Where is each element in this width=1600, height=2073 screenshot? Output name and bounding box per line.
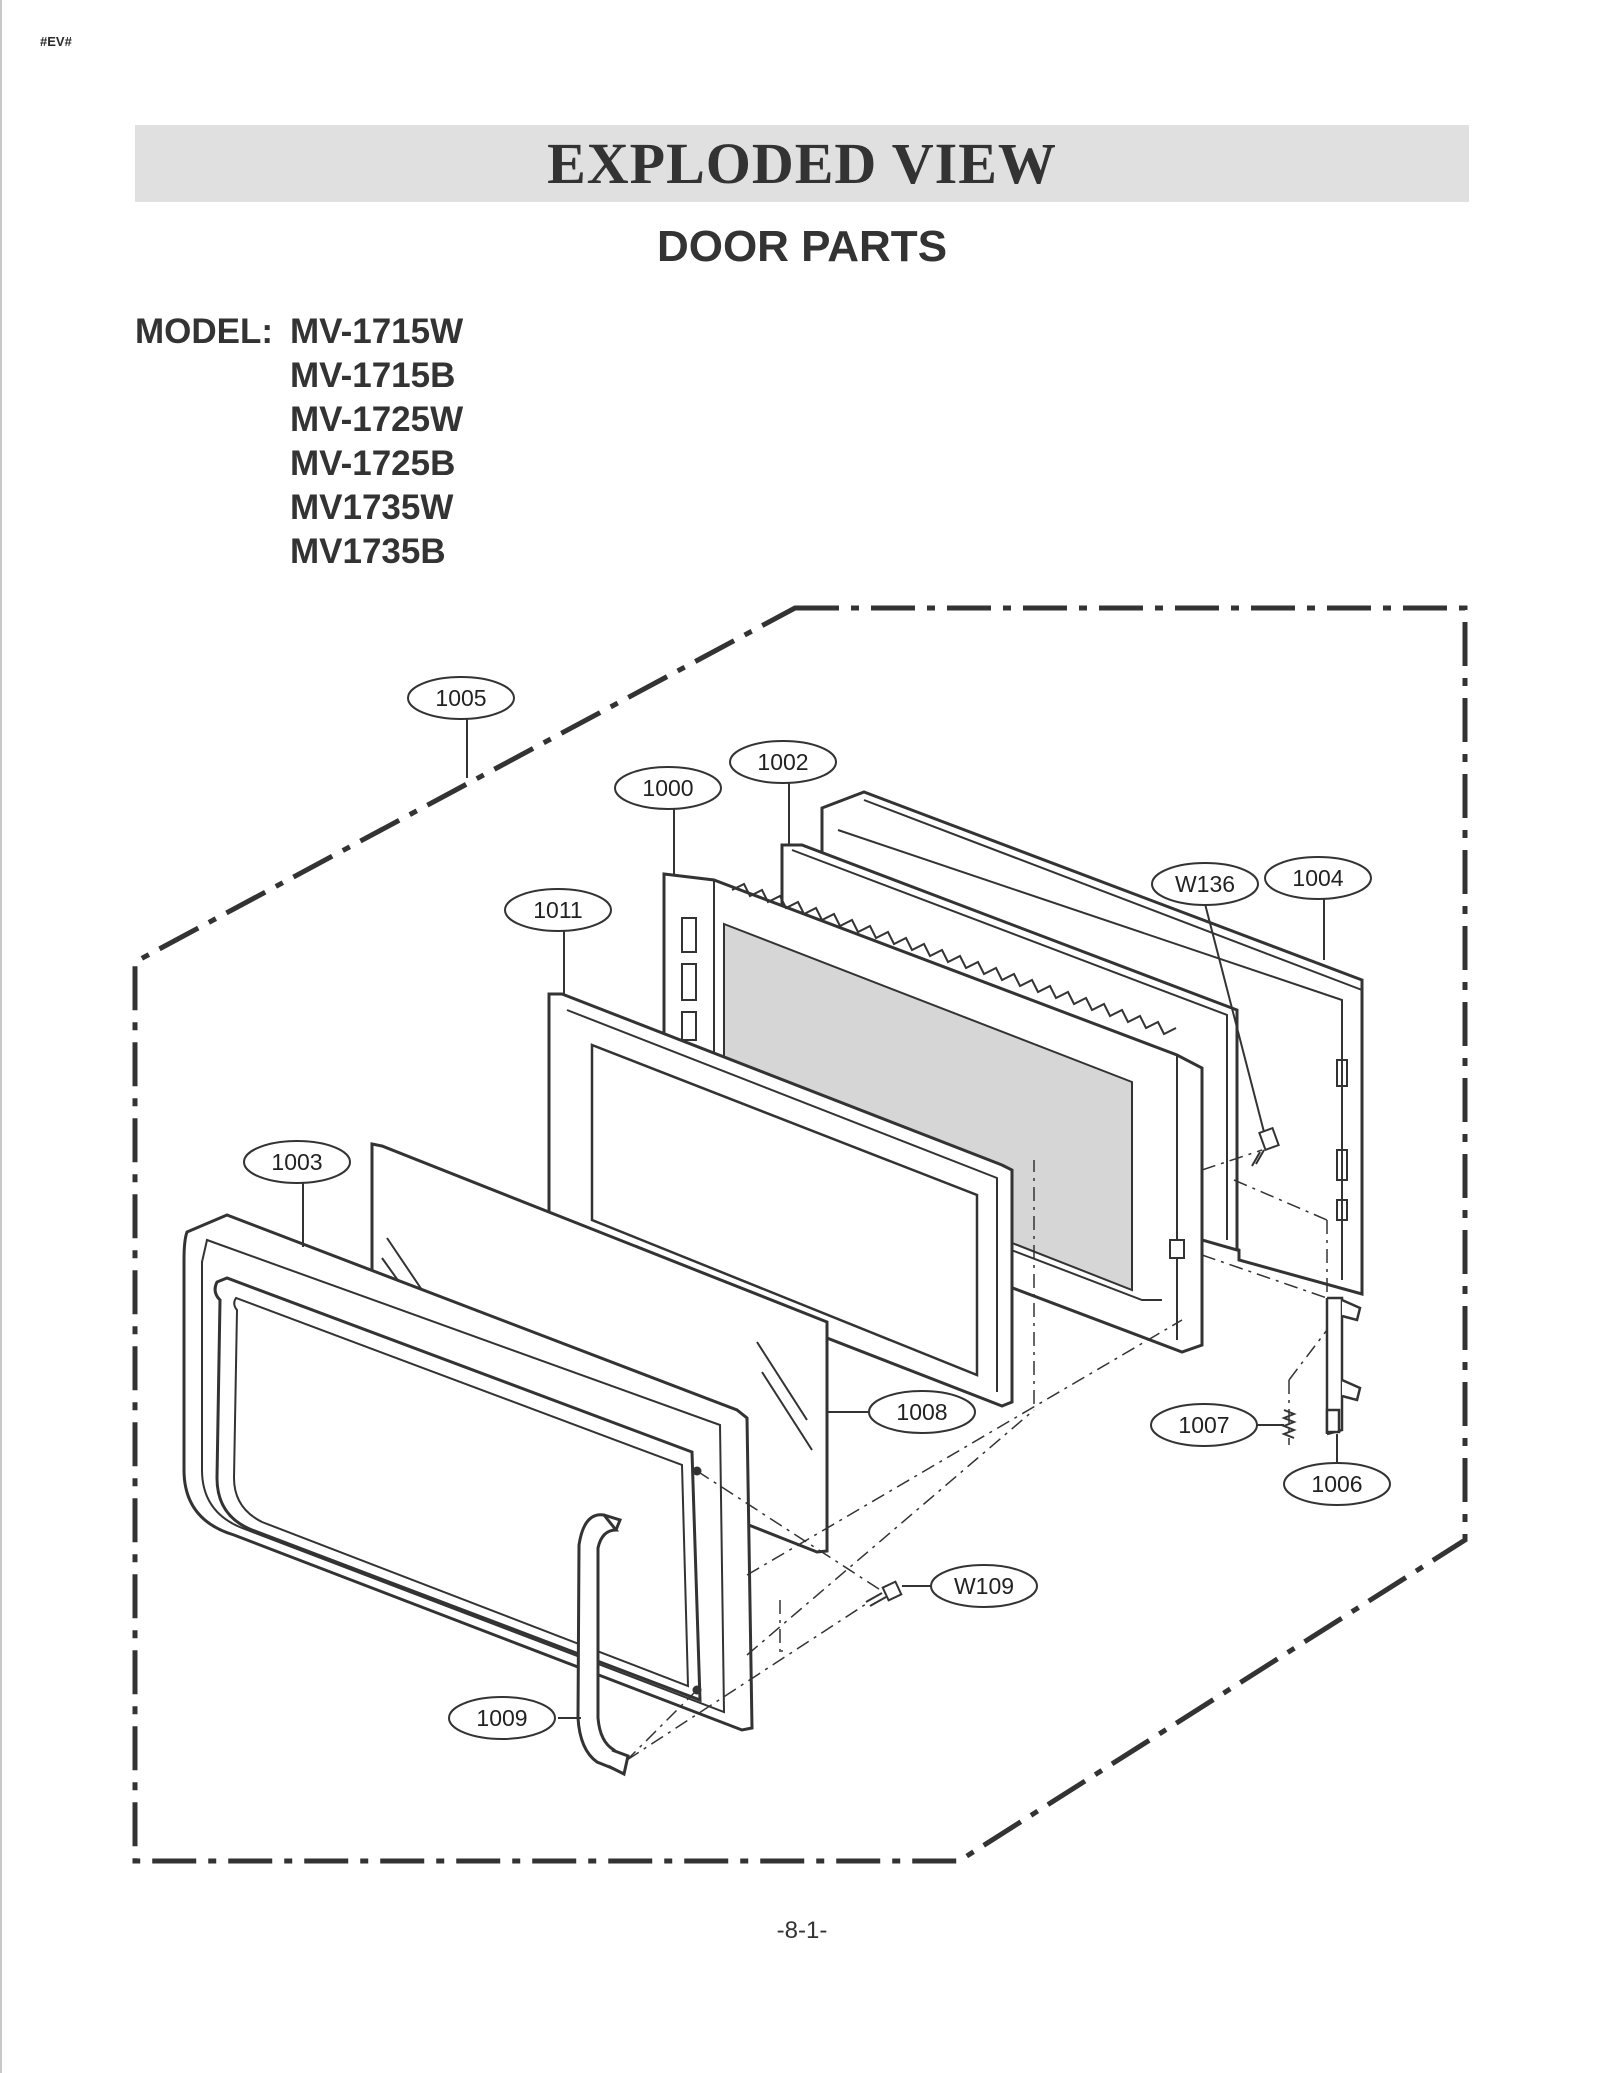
callout-1000: 1000 [614,766,722,810]
callout-1011: 1011 [504,888,612,932]
callout-1005: 1005 [407,676,515,720]
page-number: -8-1- [776,1917,828,1944]
callout-label: 1008 [896,1399,947,1425]
page-tag: #EV# [40,34,72,49]
page-title: EXPLODED VIEW [547,131,1057,196]
title-band: EXPLODED VIEW [135,125,1469,202]
callout-1002: 1002 [729,740,837,784]
screw-w109 [865,1580,903,1607]
callout-label: W136 [1175,871,1235,897]
callout-w136: W136 [1151,862,1259,906]
callout-1009: 1009 [448,1696,556,1740]
model-item: MV-1725B [290,444,456,483]
door-handle-1009 [576,1513,630,1777]
leader-lines [302,718,1338,1719]
model-label: MODEL: [135,312,274,351]
callout-label: 1004 [1292,865,1343,891]
screw-w136 [1251,1126,1280,1167]
spring-1007 [1281,1409,1297,1439]
model-item: MV-1725W [290,400,464,439]
model-item: MV-1715W [290,312,464,351]
callout-label: 1002 [757,749,808,775]
callout-label: 1009 [476,1705,527,1731]
model-list: MV-1715W MV-1715B MV-1725W MV-1725B MV17… [290,310,463,574]
callout-label: 1003 [271,1149,322,1175]
callout-label: W109 [954,1573,1014,1599]
callout-label: 1007 [1178,1412,1229,1438]
alignment-lines [626,1149,1328,1761]
callout-1006: 1006 [1283,1462,1391,1506]
callout-1007: 1007 [1150,1403,1258,1447]
callout-1003: 1003 [243,1140,351,1184]
assembly-boundary [132,605,1468,1864]
model-item: MV1735B [290,532,446,571]
callout-label: 1000 [642,775,693,801]
callout-label: 1011 [533,897,582,923]
door-panel-1003 [182,1213,754,1732]
latch-1006 [1325,1296,1362,1436]
section-subtitle: DOOR PARTS [656,222,948,271]
callout-label: 1006 [1311,1471,1362,1497]
callout-label: 1005 [435,685,486,711]
model-item: MV1735W [290,488,454,527]
model-item: MV-1715B [290,356,456,395]
callout-1008: 1008 [868,1390,976,1434]
callout-w109: W109 [930,1564,1038,1608]
callout-1004: 1004 [1264,856,1372,900]
